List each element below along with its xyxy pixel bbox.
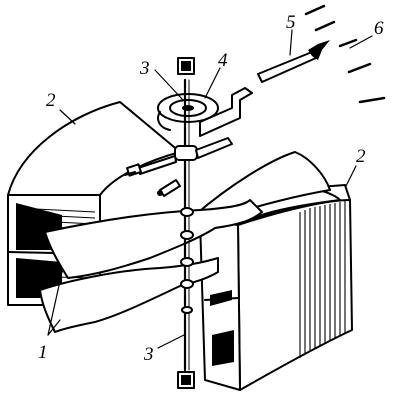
label-spring: 4 [218,50,228,71]
label-blades: 1 [38,342,48,363]
label-right-box: 2 [356,146,366,167]
label-scale: 6 [374,18,384,39]
bottom-anchor-inner [181,375,191,385]
spring-bracket [199,87,253,137]
top-anchor-inner [181,61,191,71]
side-terminal [124,155,181,197]
label-left-box: 2 [46,90,56,111]
scale-marks [304,4,386,104]
collar-bracket [195,137,233,159]
right-box-hatching [299,201,346,358]
label-thread-bottom: 3 [143,344,154,365]
spiral-spring [157,93,219,131]
upper-collar [174,145,198,161]
vertical-thread [180,78,194,372]
rear-box-top [194,151,331,216]
leader-lines [47,29,373,349]
label-pointer: 5 [286,12,296,33]
pointer [257,40,330,83]
upper-blade [44,199,263,279]
label-thread-top: 3 [139,58,150,79]
